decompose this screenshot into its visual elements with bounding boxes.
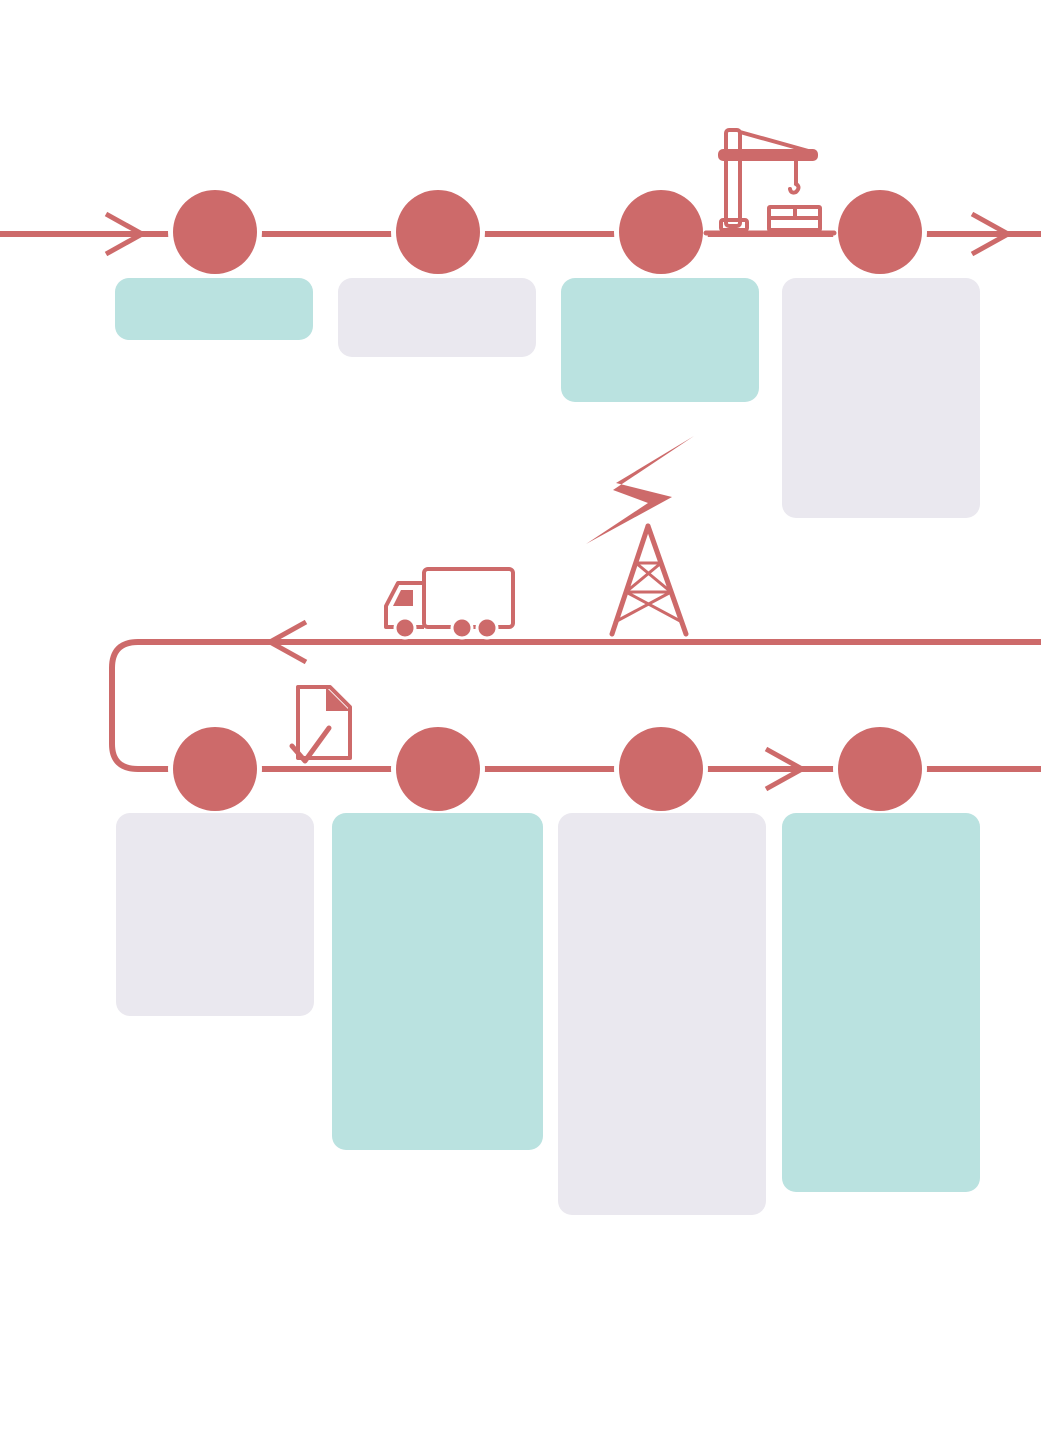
step-card-b5	[116, 813, 314, 1016]
document-check-icon	[289, 685, 352, 764]
arrow-right-icon	[104, 211, 148, 257]
arrow-right-icon	[764, 746, 808, 792]
step-card-b8	[782, 813, 980, 1192]
step-node-n2	[396, 190, 480, 274]
step-node-n7	[619, 727, 703, 811]
step-card-b7	[558, 813, 766, 1215]
truck-icon	[384, 567, 515, 640]
step-node-n1	[173, 190, 257, 274]
step-card-b6	[332, 813, 543, 1150]
step-card-b2	[338, 278, 536, 357]
arrow-right-icon	[970, 211, 1014, 257]
transmission-tower-icon	[609, 523, 689, 637]
step-card-b1	[115, 278, 313, 340]
step-node-n5	[173, 727, 257, 811]
arrow-left-icon	[264, 619, 308, 665]
step-node-n8	[838, 727, 922, 811]
step-card-b4	[782, 278, 980, 518]
step-card-b3	[561, 278, 759, 402]
return-loop-line	[109, 639, 1041, 772]
lightning-icon	[586, 436, 694, 544]
crane-icon	[703, 128, 837, 236]
step-node-n3	[619, 190, 703, 274]
step-node-n6	[396, 727, 480, 811]
step-node-n4	[838, 190, 922, 274]
